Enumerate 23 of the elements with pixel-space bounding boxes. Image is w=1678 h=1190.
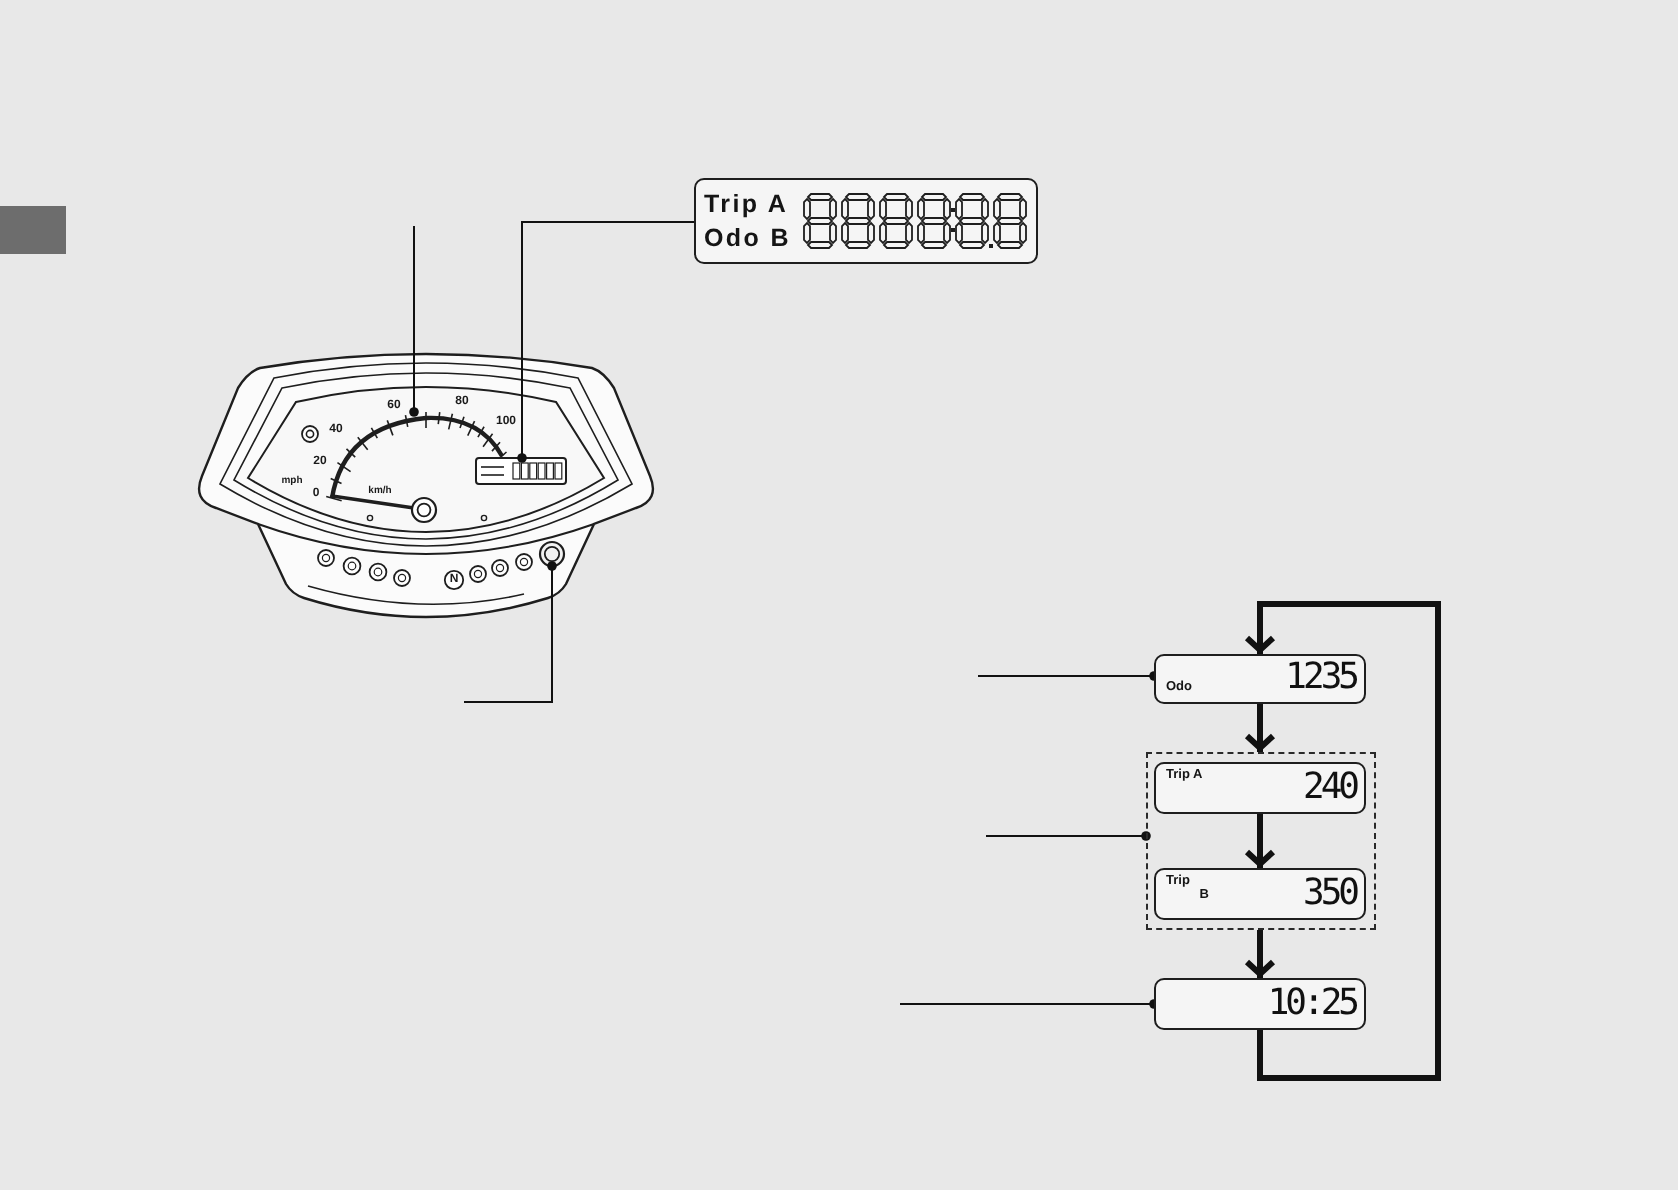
dashed-group-frame [1146, 752, 1376, 930]
readout-value: 350 [1302, 875, 1356, 911]
leader-line [517, 221, 695, 463]
leader-line [977, 671, 1159, 681]
flow-arrow [1244, 930, 1276, 978]
display-mode-label: Trip A [704, 191, 791, 216]
leader-line [899, 999, 1159, 1009]
flow-arrow [1244, 814, 1276, 868]
readout-value: 1235 [1285, 660, 1356, 696]
lcd-display-panel [1154, 868, 1366, 920]
lcd-display-panel [1154, 978, 1366, 1030]
display-mode-label: Odo B [704, 226, 791, 251]
lcd-display-panel [694, 178, 1038, 264]
lcd-display-panel [1154, 762, 1366, 814]
leader-line [409, 225, 419, 417]
flow-arrow [1244, 704, 1276, 752]
round-button [538, 540, 566, 568]
leader-line [985, 831, 1151, 841]
readout-value: 240 [1302, 769, 1356, 805]
flow-arrow [1244, 601, 1441, 1081]
readout-value: 10:25 [1267, 985, 1356, 1021]
lcd-display-panel [1154, 654, 1366, 704]
leader-line [463, 561, 557, 703]
